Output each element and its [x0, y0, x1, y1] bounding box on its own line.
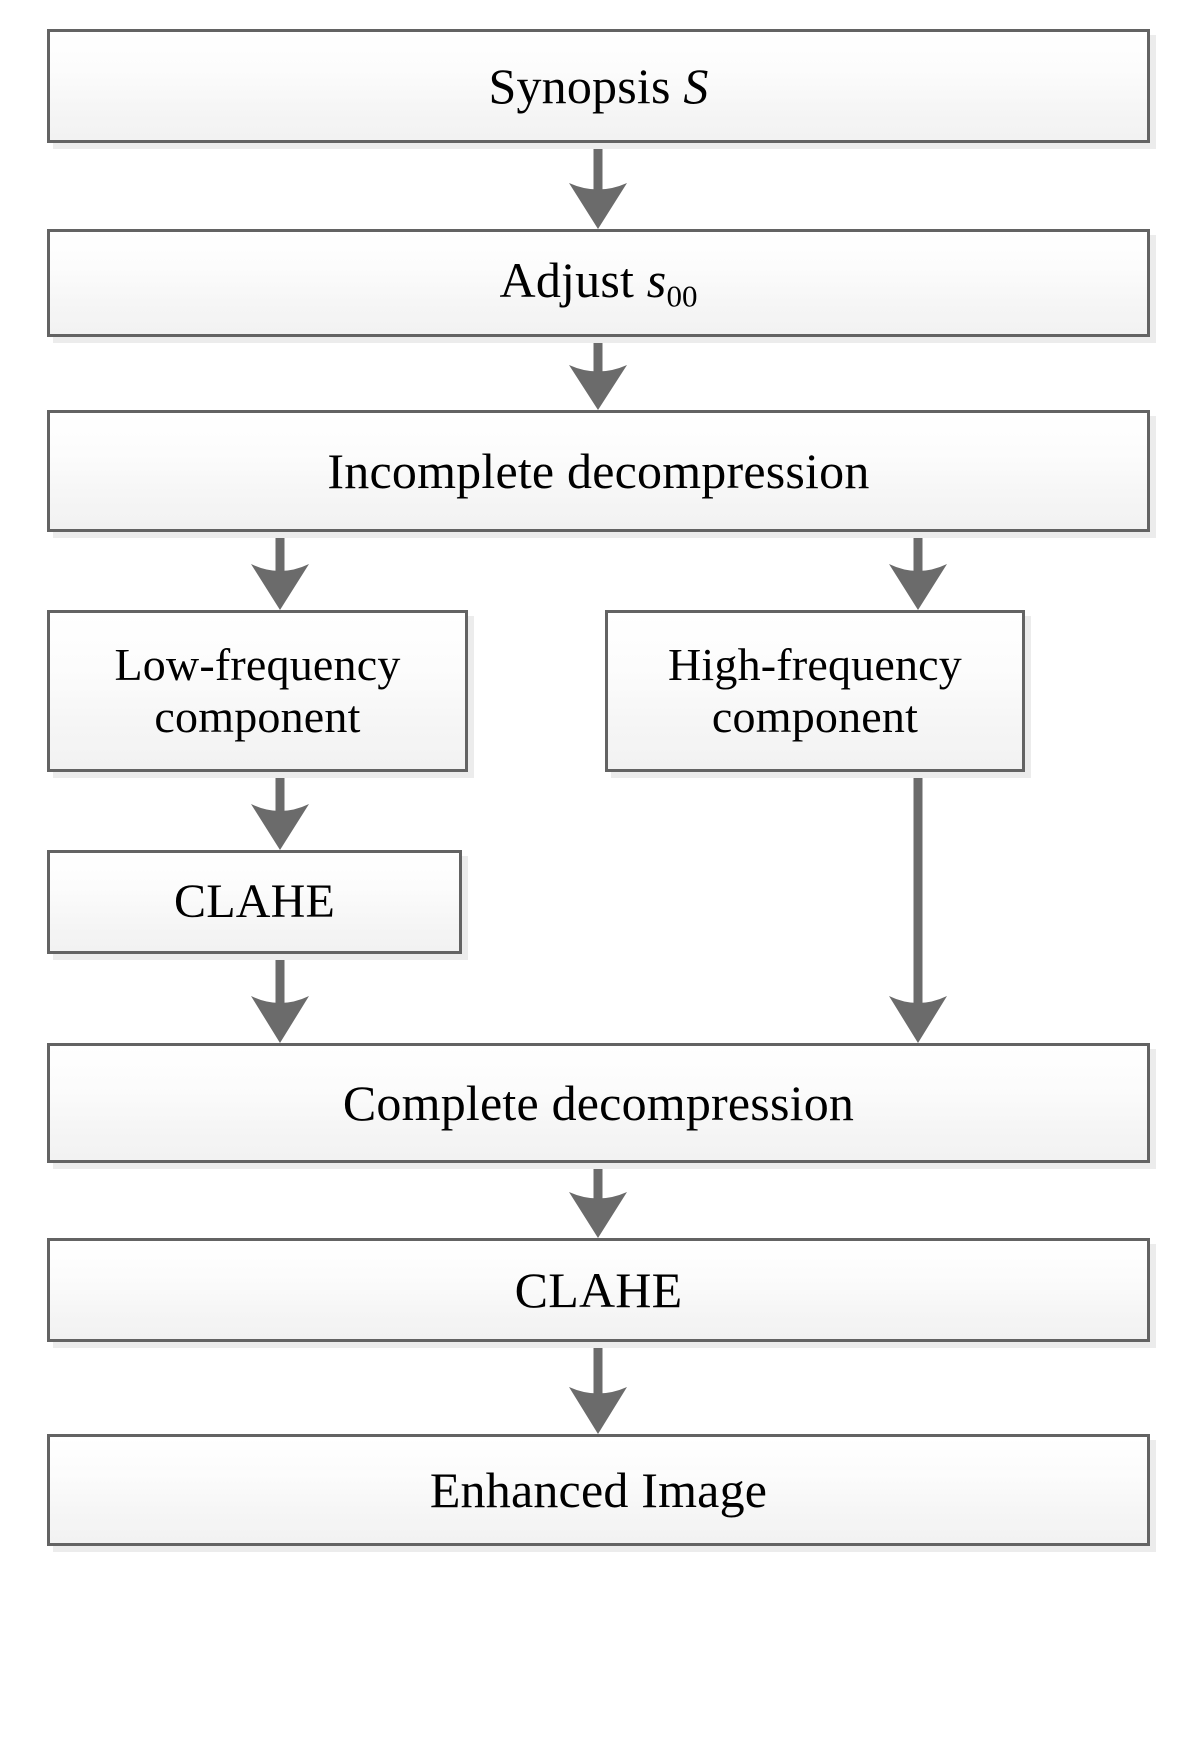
arrow-adjust-to-incomplete: [569, 337, 627, 410]
node-low-frequency-component-label: Low-frequency component: [104, 639, 410, 742]
arrow-complete-to-clahe: [569, 1163, 627, 1238]
node-synopsis[interactable]: Synopsis SSynopsis S: [47, 29, 1150, 143]
node-clahe-low-frequency-label: CLAHE: [174, 875, 335, 929]
node-adjust-s00-label: Adjust s00Adjust s00: [499, 251, 698, 314]
node-low-frequency-line1: Low-frequency: [114, 639, 401, 691]
arrow-incomplete-to-highfreq: [889, 532, 947, 610]
node-enhanced-image-label: Enhanced Image: [429, 1462, 768, 1518]
node-incomplete-decompression[interactable]: Incomplete decompression: [47, 410, 1150, 532]
node-high-frequency-component[interactable]: High-frequency component: [605, 610, 1025, 772]
node-high-frequency-line1: High-frequency: [667, 639, 962, 691]
node-high-frequency-line2: component: [711, 691, 919, 742]
node-high-frequency-component-label: High-frequency component: [658, 639, 972, 742]
node-synopsis-label: Synopsis SSynopsis S: [488, 58, 709, 114]
arrow-clahe-to-enhanced: [569, 1342, 627, 1434]
arrow-highfreq-to-complete: [889, 772, 947, 1043]
node-enhanced-image[interactable]: Enhanced Image: [47, 1434, 1150, 1546]
node-clahe-final[interactable]: CLAHE: [47, 1238, 1150, 1342]
node-clahe-low-frequency[interactable]: CLAHE: [47, 850, 462, 954]
node-adjust-s00[interactable]: Adjust s00Adjust s00: [47, 229, 1150, 337]
node-complete-decompression[interactable]: Complete decompression: [47, 1043, 1150, 1163]
node-incomplete-decompression-label: Incomplete decompression: [327, 443, 870, 499]
node-low-frequency-line2: component: [154, 691, 361, 742]
node-clahe-final-label: CLAHE: [514, 1262, 683, 1318]
arrow-lowfreq-to-clahe: [251, 772, 309, 850]
arrow-incomplete-to-lowfreq: [251, 532, 309, 610]
arrow-synopsis-to-adjust: [569, 143, 627, 229]
arrow-clahe-to-complete: [251, 954, 309, 1043]
node-low-frequency-component[interactable]: Low-frequency component: [47, 610, 468, 772]
node-complete-decompression-label: Complete decompression: [342, 1075, 855, 1131]
